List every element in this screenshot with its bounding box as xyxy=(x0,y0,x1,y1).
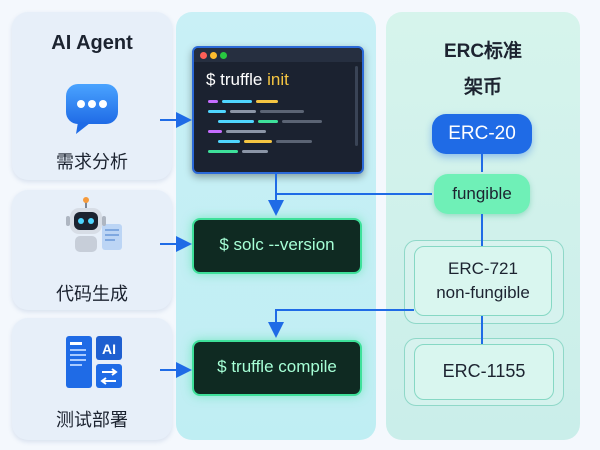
step-label-deploy: 测试部署 xyxy=(56,410,128,430)
code-line xyxy=(276,140,312,143)
erc20-node: ERC-20 xyxy=(432,114,532,154)
minimize-dot-icon xyxy=(210,52,217,59)
agent-title: AI Agent xyxy=(51,32,133,54)
robot-icon xyxy=(62,196,126,260)
erc721-node: ERC-721 non-fungible xyxy=(414,246,552,316)
erc1155-node: ERC-1155 xyxy=(414,344,554,400)
erc-title-line1: ERC标准 xyxy=(443,41,523,62)
code-line xyxy=(208,100,218,103)
terminal-keyword: init xyxy=(267,70,289,89)
agent-card-codegen: 代码生成 xyxy=(12,190,172,310)
code-line xyxy=(230,110,256,113)
erc-title-line2: 架币 xyxy=(463,77,502,98)
code-line xyxy=(258,120,278,123)
arrow-erc721-to-compile xyxy=(268,309,414,338)
fungible-node: fungible xyxy=(434,174,530,214)
code-line xyxy=(208,130,222,133)
code-line xyxy=(226,130,266,133)
terminal-scrollbar[interactable] xyxy=(355,66,358,146)
terminal-command: $ truffle init xyxy=(206,70,289,90)
step-label-analysis: 需求分析 xyxy=(56,152,128,172)
step-label-codegen: 代码生成 xyxy=(56,284,128,304)
truffle-compile-command: $ truffle compile xyxy=(192,340,362,396)
code-line xyxy=(208,150,238,153)
terminal-title-bar xyxy=(194,48,362,62)
erc721-label: ERC-721 xyxy=(448,259,518,278)
code-line xyxy=(208,110,226,113)
code-line xyxy=(218,120,254,123)
code-line xyxy=(282,120,322,123)
svg-text:AI: AI xyxy=(102,341,116,357)
ai-document-icon: AI xyxy=(64,332,124,392)
terminal-prompt: $ truffle xyxy=(206,70,268,89)
solc-version-command: $ solc --version xyxy=(192,218,362,274)
non-fungible-label: non-fungible xyxy=(436,283,530,302)
maximize-dot-icon xyxy=(220,52,227,59)
code-line xyxy=(222,100,252,103)
agent-column: AI Agent 需求分析 xyxy=(12,12,172,440)
code-line xyxy=(218,140,240,143)
terminal-window: $ truffle init xyxy=(192,46,364,174)
code-line xyxy=(244,140,272,143)
code-line xyxy=(260,110,304,113)
chat-bubble-icon xyxy=(62,78,122,138)
code-line xyxy=(242,150,268,153)
agent-card-deploy: AI 测试部署 xyxy=(12,318,172,440)
close-dot-icon xyxy=(200,52,207,59)
code-line xyxy=(256,100,278,103)
agent-card-analysis: AI Agent 需求分析 xyxy=(12,12,172,180)
